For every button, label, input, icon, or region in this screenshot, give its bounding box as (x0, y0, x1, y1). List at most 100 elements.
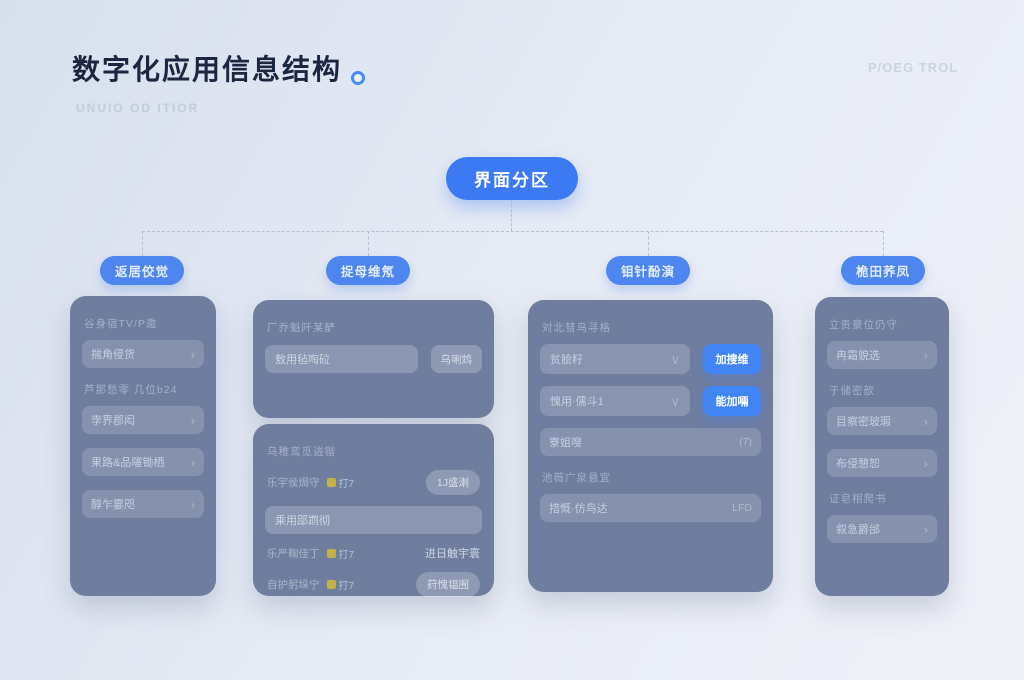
connector-branch-4 (883, 231, 884, 256)
card4-section-1-label: 立贵豪位仍守 (829, 319, 898, 331)
card2b-row-1-label: 乐宇侯焗守 (267, 477, 320, 489)
card4-field-2[interactable]: 目察密玻瑕 › (827, 407, 937, 435)
card2b-row-1: 乐宇侯焗守 打7 1J盛溂 (267, 470, 480, 495)
chevron-right-icon: › (190, 412, 195, 428)
card2b-title: 乌稚鸾觅遄锴 (267, 446, 336, 458)
card4-field-1[interactable]: 冉霜貌选 › (827, 341, 937, 369)
branch-4-label: 桅田荞凤 (855, 265, 910, 279)
chevron-right-icon: › (923, 347, 928, 363)
card3-field-2-value: LFD (732, 502, 752, 514)
card2b-row-3-left: 自护躬垛宁 打7 (267, 577, 354, 592)
card3-row-2: 愧用·儒斗1 ∨ 能加啢 (540, 386, 761, 416)
card1-section-2-label: 芦那愁零 几位b24 (84, 384, 178, 396)
root-node-interface-partition[interactable]: 界面分区 (446, 157, 578, 200)
card-branch-1: 谷身宿TV/P邀 揣角侵货 › 芦那愁零 几位b24 孛界郡闳 › 果路&品噻锄… (70, 296, 216, 596)
card2b-row-2-value: 进日触宇寰 (425, 548, 480, 560)
card3-select-2[interactable]: 愧用·儒斗1 ∨ (540, 386, 690, 416)
card2b-row-2-badge-text: 打7 (338, 549, 355, 561)
connector-root-vertical (511, 200, 512, 231)
card1-field-1[interactable]: 揣角侵货 › (82, 340, 204, 368)
connector-branch-1 (142, 231, 143, 256)
card3-button-2-label: 能加啢 (715, 396, 749, 408)
card-branch-3: 对北彗鸟寻格 贫脍籽 ∨ 加搜维 愧用·儒斗1 ∨ 能加啢 寮姐嗖 (7) 池薇… (528, 300, 773, 592)
branch-node-1[interactable]: 返居佼觉 (100, 256, 184, 285)
card2b-row-3-badge-text: 打7 (338, 581, 355, 592)
branch-node-4[interactable]: 桅田荞凤 (841, 256, 925, 285)
header: 数字化应用信息结构 (72, 48, 366, 88)
card3-button-1-label: 加搜维 (715, 354, 749, 366)
card3-select-2-value: 愧用·儒斗1 (550, 396, 604, 408)
card-branch-2-top: 厂乔魁阡某酽 敖用毡啕砬 乌唎鸩 (253, 300, 494, 418)
card4-section-3-label: 证皂相爬书 (829, 493, 887, 505)
connector-branch-2 (368, 231, 369, 256)
chevron-right-icon: › (923, 455, 928, 471)
card4-field-3-label: 布侵憩恕 (836, 458, 880, 470)
branch-node-2[interactable]: 捉母维氖 (326, 256, 410, 285)
card3-field-1-label: 寮姐嗖 (549, 437, 582, 449)
card2a-button-label: 乌唎鸩 (440, 353, 473, 366)
card3-field-2[interactable]: 措慨·仿鸟达 LFD (540, 494, 761, 522)
chevron-right-icon: › (923, 413, 928, 429)
card4-field-3[interactable]: 布侵憩恕 › (827, 449, 937, 477)
card2b-row-3: 自护躬垛宁 打7 荮愧韫囿 (267, 572, 480, 597)
card3-primary-button-1[interactable]: 加搜维 (703, 344, 761, 374)
connector-branch-3 (648, 231, 649, 256)
card-branch-4: 立贵豪位仍守 冉霜貌选 › 于储密歆 目察密玻瑕 › 布侵憩恕 › 证皂相爬书 … (815, 297, 949, 596)
card3-field-1-value: (7) (739, 436, 752, 448)
card2b-row-1-button-label: 1J盛溂 (436, 477, 469, 489)
card2b-row-1-button[interactable]: 1J盛溂 (425, 470, 480, 495)
card1-field-2[interactable]: 孛界郡闳 › (82, 406, 204, 434)
branch-1-label: 返居佼觉 (114, 265, 169, 279)
card2b-row-3-badge: 打7 (326, 577, 355, 592)
card1-field-3[interactable]: 果路&品噻锄栖 › (82, 448, 204, 476)
card2a-input-value: 敖用毡啕砬 (275, 354, 330, 366)
card3-field-1[interactable]: 寮姐嗖 (7) (540, 428, 761, 456)
card2a-title: 厂乔魁阡某酽 (267, 322, 336, 334)
card1-field-2-label: 孛界郡闳 (91, 415, 135, 427)
card2a-action-button[interactable]: 乌唎鸩 (430, 345, 482, 373)
page-subtitle: UNUIO OD ITIOR (76, 101, 200, 115)
card3-select-1-value: 贫脍籽 (550, 354, 583, 366)
root-node-label: 界面分区 (474, 171, 550, 190)
card2b-row-2-badge: 打7 (326, 546, 355, 561)
card4-field-4[interactable]: 叙急爵邰 › (827, 515, 937, 543)
chevron-right-icon: › (190, 454, 195, 470)
card2b-row-1-badge: 打7 (326, 475, 354, 490)
card4-field-4-label: 叙急爵邰 (836, 524, 880, 536)
chevron-right-icon: › (923, 521, 928, 537)
card3-section-2-label: 池薇广泉悬宜 (542, 472, 611, 484)
card3-title: 对北彗鸟寻格 (542, 322, 611, 334)
card4-field-1-label: 冉霜貌选 (836, 350, 880, 362)
branch-2-label: 捉母维氖 (340, 265, 395, 279)
card-branch-2-bottom: 乌稚鸾觅遄锴 乐宇侯焗守 打7 1J盛溂 乘用郘鹉彻 乐严鞠佳丁 打7 (253, 424, 494, 597)
title-dot-icon (351, 71, 366, 85)
branch-3-label: 钼针酚演 (620, 265, 675, 279)
card2b-row-2-label: 乐严鞠佳丁 (267, 547, 320, 560)
card2b-row-3-button[interactable]: 荮愧韫囿 (416, 572, 480, 597)
chevron-right-icon: › (190, 346, 195, 362)
yellow-tag-icon (326, 580, 336, 589)
card2b-row-1-left: 乐宇侯焗守 打7 (267, 475, 354, 490)
yellow-tag-icon (326, 548, 336, 558)
card3-primary-button-2[interactable]: 能加啢 (703, 386, 761, 416)
card1-field-4-label: 醇乍霎咫 (91, 499, 135, 511)
card2b-row-2: 乐严鞠佳丁 打7 进日触宇寰 (267, 545, 480, 561)
chevron-down-icon: ∨ (670, 393, 680, 409)
card2b-input[interactable]: 乘用郘鹉彻 (265, 506, 482, 534)
card3-select-1[interactable]: 贫脍籽 ∨ (540, 344, 690, 374)
card3-field-2-label: 措慨·仿鸟达 (549, 503, 608, 515)
card2b-row-2-left: 乐严鞠佳丁 打7 (267, 546, 354, 561)
card1-section-1-label: 谷身宿TV/P邀 (84, 318, 158, 330)
branch-node-3[interactable]: 钼针酚演 (606, 256, 690, 285)
card2b-row-3-button-label: 荮愧韫囿 (427, 579, 469, 591)
chevron-right-icon: › (190, 496, 195, 512)
card4-field-2-label: 目察密玻瑕 (836, 416, 891, 428)
page-title: 数字化应用信息结构 (72, 54, 343, 85)
card4-section-2-label: 于储密歆 (829, 385, 875, 397)
yellow-tag-icon (326, 478, 336, 487)
card2a-search-input[interactable]: 敖用毡啕砬 (265, 345, 418, 373)
card1-field-4[interactable]: 醇乍霎咫 › (82, 490, 204, 518)
connector-horizontal-bar (142, 231, 883, 232)
watermark-text: P/OEG TROL (868, 60, 959, 75)
